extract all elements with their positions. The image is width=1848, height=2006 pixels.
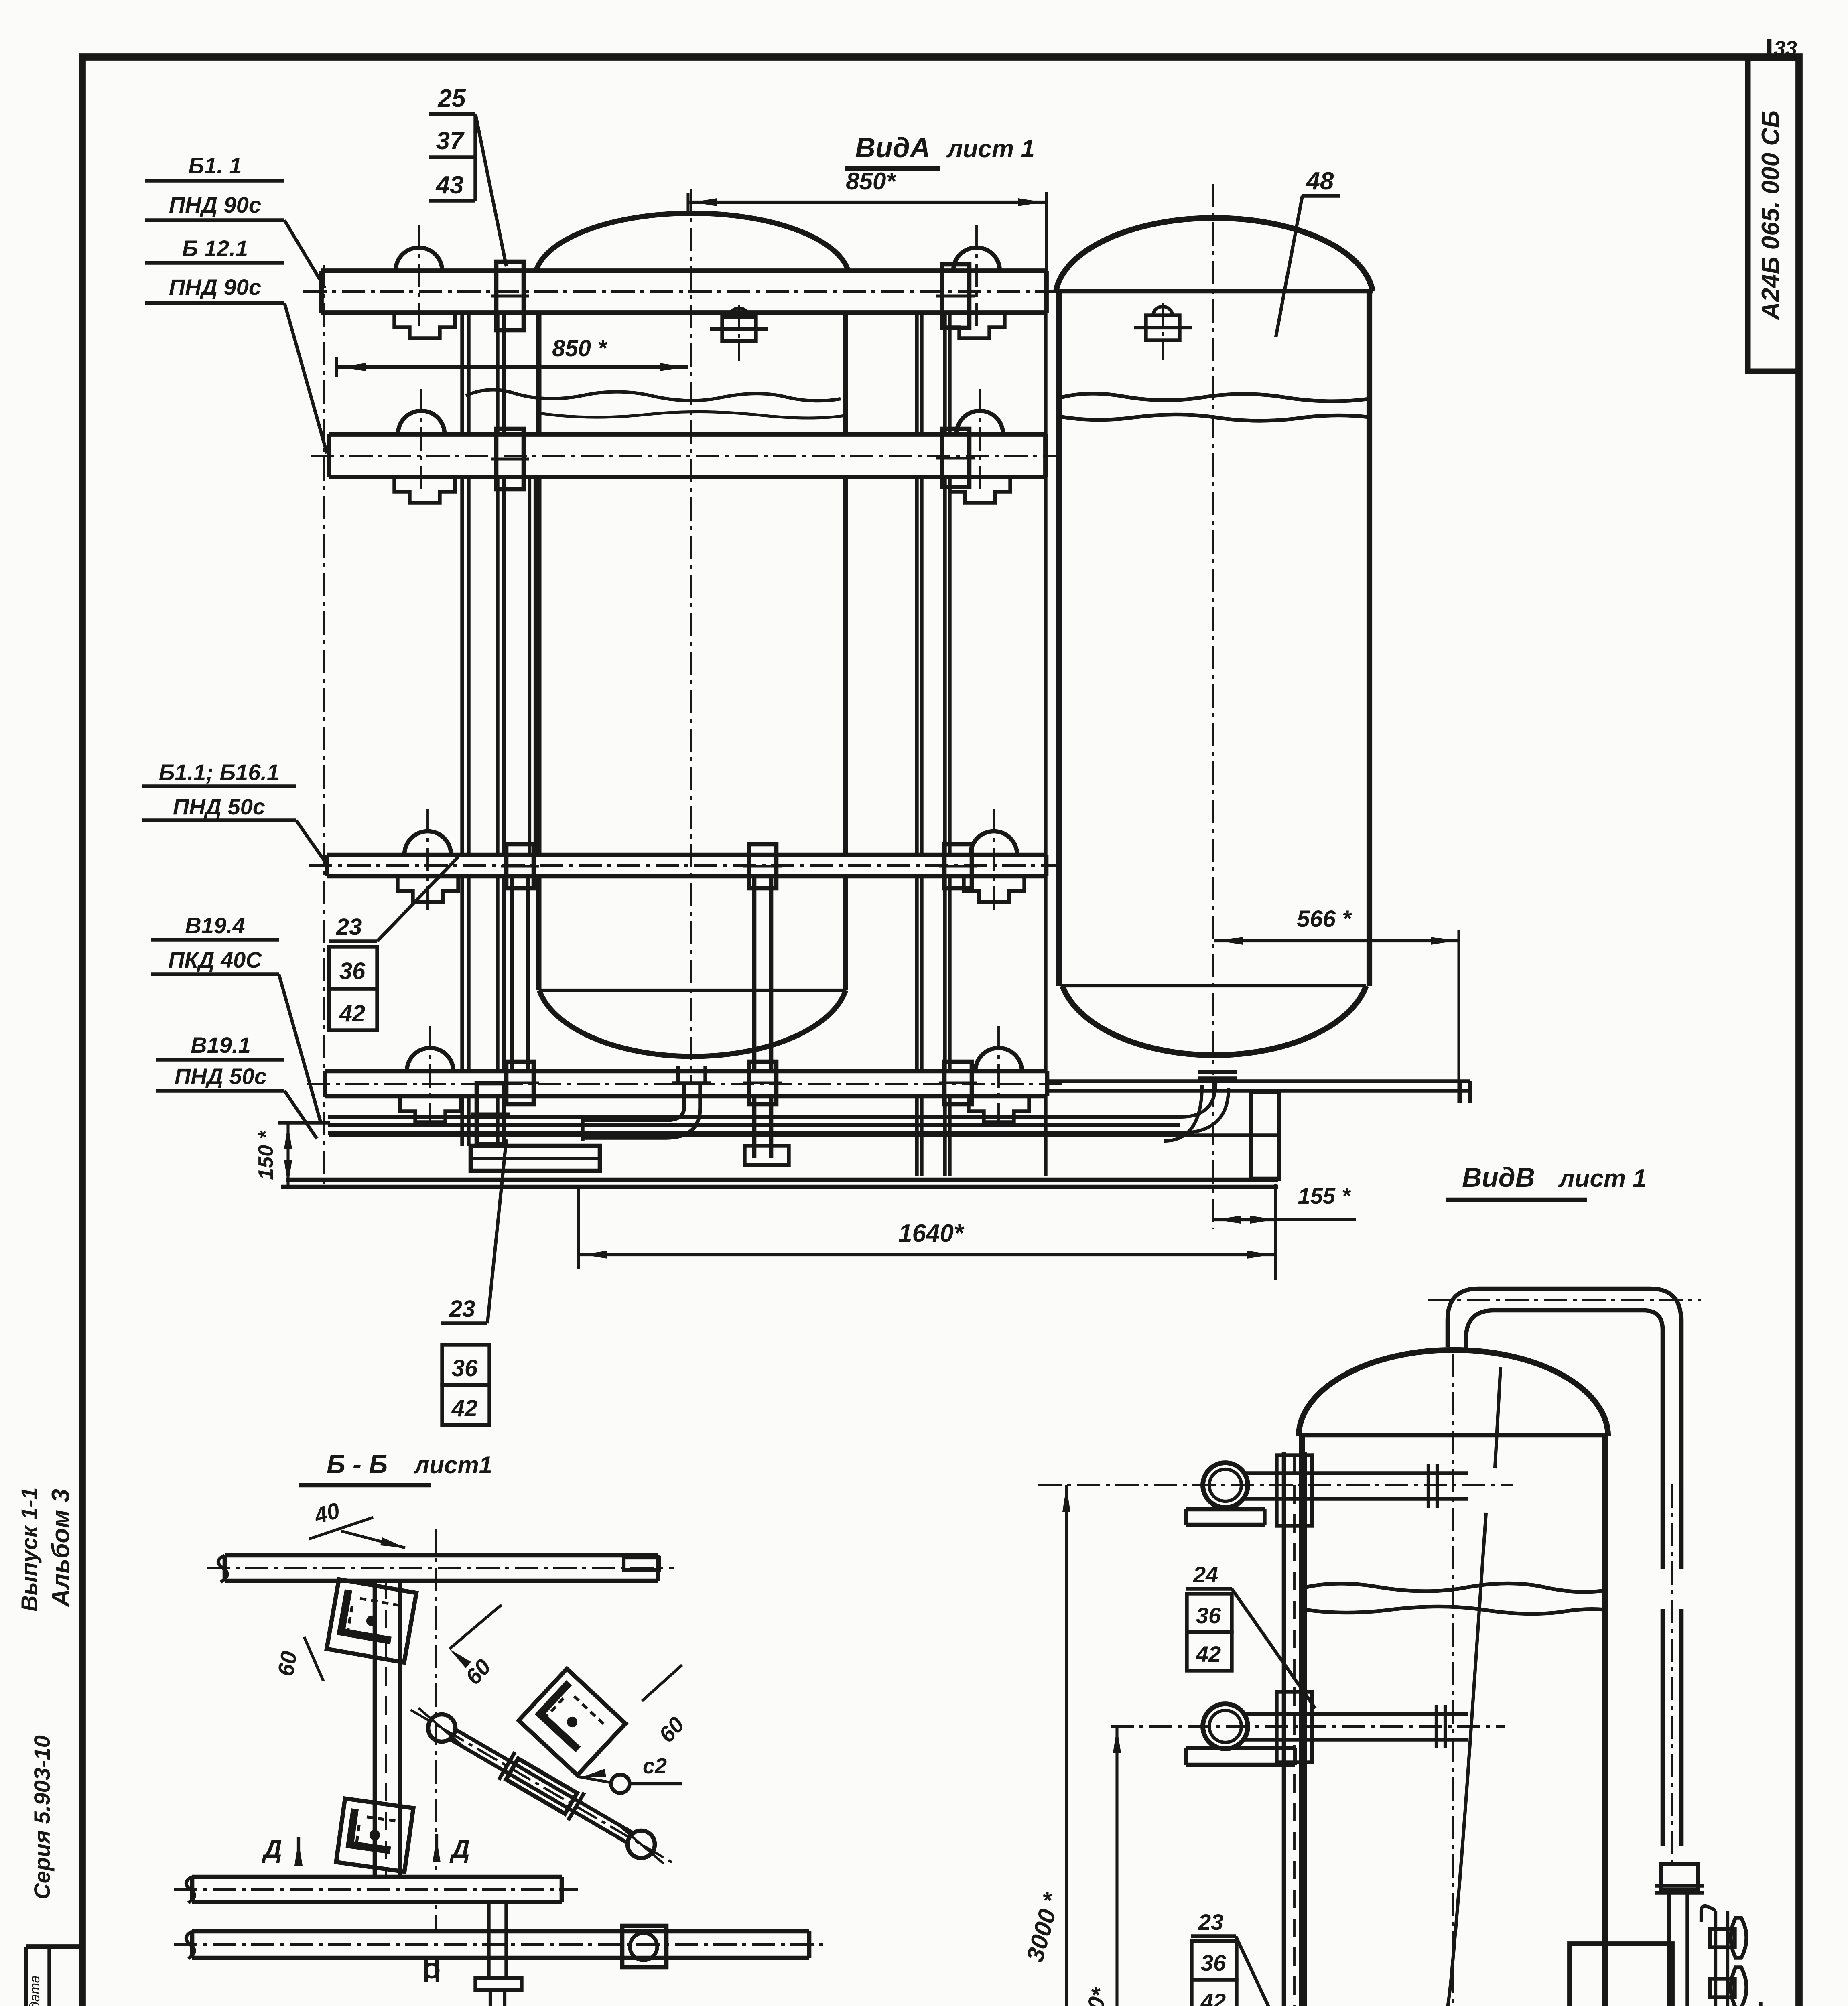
svg-text:36: 36 (1196, 1603, 1221, 1628)
svg-text:Б - Б: Б - Б (327, 1449, 388, 1479)
svg-text:36: 36 (339, 958, 366, 984)
svg-text:850*: 850* (846, 168, 896, 195)
svg-text:ВидА: ВидА (855, 132, 930, 163)
svg-text:24: 24 (1193, 1562, 1218, 1587)
svg-text:1640*: 1640* (898, 1220, 965, 1247)
svg-text:Б1.1; Б16.1: Б1.1; Б16.1 (159, 759, 279, 785)
svg-text:48: 48 (1306, 167, 1334, 195)
svg-text:155 *: 155 * (1298, 1183, 1351, 1208)
svg-text:ВидВ: ВидВ (1462, 1162, 1535, 1193)
svg-text:566 *: 566 * (1297, 906, 1352, 932)
svg-text:лист 1: лист 1 (946, 135, 1035, 163)
svg-text:ПНД 50с: ПНД 50с (175, 1064, 267, 1089)
svg-text:лист 1: лист 1 (1558, 1165, 1647, 1192)
svg-text:В19.1: В19.1 (191, 1032, 250, 1058)
svg-text:42: 42 (1196, 1641, 1221, 1667)
svg-text:Б1. 1: Б1. 1 (188, 153, 242, 178)
svg-text:Серия 5.903-10: Серия 5.903-10 (29, 1735, 55, 1900)
svg-text:ПНД 90с: ПНД 90с (169, 192, 261, 217)
svg-text:Б 12.1: Б 12.1 (182, 236, 248, 261)
svg-text:ПНД 50с: ПНД 50с (173, 794, 265, 819)
svg-text:Альбом 3: Альбом 3 (47, 1489, 75, 1608)
svg-text:25: 25 (438, 85, 466, 112)
svg-text:лист1: лист1 (413, 1452, 492, 1478)
svg-text:150 *: 150 * (254, 1130, 278, 1180)
svg-text:23: 23 (336, 914, 362, 940)
svg-text:33: 33 (1774, 37, 1797, 60)
svg-text:Д: Д (262, 1834, 282, 1863)
svg-text:Подп. и дата: Подп. и дата (27, 1976, 43, 2006)
svg-text:А24Б 065. 000 СБ: А24Б 065. 000 СБ (1757, 110, 1785, 321)
svg-text:ПКД 40С: ПКД 40С (168, 947, 262, 973)
svg-text:43: 43 (435, 171, 464, 199)
svg-text:Д: Д (449, 1834, 470, 1863)
svg-text:с2: с2 (643, 1754, 667, 1778)
svg-text:В19.4: В19.4 (185, 913, 245, 938)
svg-text:42: 42 (1200, 1989, 1226, 2006)
svg-text:ПНД 90с: ПНД 90с (169, 274, 261, 300)
svg-text:60: 60 (272, 1649, 302, 1678)
svg-text:36: 36 (452, 1355, 478, 1381)
svg-text:23: 23 (1198, 1909, 1223, 1935)
svg-text:42: 42 (451, 1395, 478, 1421)
svg-text:36: 36 (1201, 1950, 1226, 1976)
svg-text:37: 37 (436, 127, 465, 155)
svg-text:23: 23 (449, 1296, 475, 1322)
svg-text:850 *: 850 * (552, 335, 607, 361)
svg-text:Выпуск 1-1: Выпуск 1-1 (16, 1487, 42, 1612)
svg-text:42: 42 (339, 1001, 366, 1027)
